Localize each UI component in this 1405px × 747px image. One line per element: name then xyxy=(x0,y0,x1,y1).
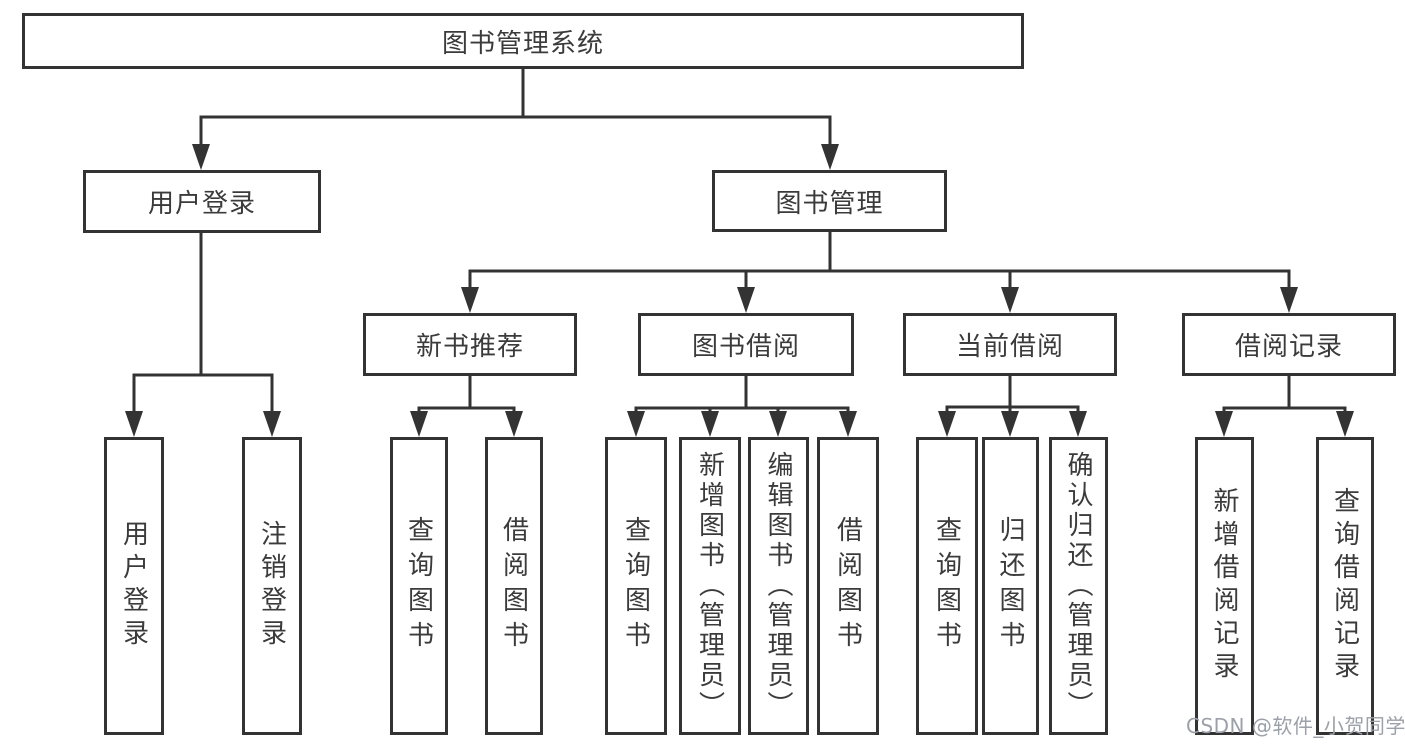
leaf-borrow-edit-books-admin: 编辑图书（管理员） xyxy=(748,437,809,735)
node-new-book-recommend: 新书推荐 xyxy=(363,313,577,376)
leaf-current-return-books: 归还图书 xyxy=(982,437,1039,735)
leaf-current-confirm-return-admin: 确认归还（管理员） xyxy=(1049,437,1108,735)
leaf-newbook-query-books: 查询图书 xyxy=(390,437,448,735)
leaf-records-add-record: 新增借阅记录 xyxy=(1195,437,1254,735)
leaf-user-login: 用户登录 xyxy=(104,437,164,735)
leaf-borrow-add-books-admin: 新增图书（管理员） xyxy=(679,437,741,735)
leaf-records-query-record: 查询借阅记录 xyxy=(1316,437,1374,735)
csdn-watermark: CSDN @软件_小贺同学 xyxy=(1186,714,1405,738)
leaf-logout: 注销登录 xyxy=(242,437,302,735)
node-book-borrow: 图书借阅 xyxy=(638,313,854,376)
node-book-management: 图书管理 xyxy=(712,170,947,232)
node-user-login: 用户登录 xyxy=(83,170,321,233)
leaf-borrow-borrow-books: 借阅图书 xyxy=(817,437,879,735)
leaf-current-query-books: 查询图书 xyxy=(916,437,978,735)
leaf-newbook-borrow-books: 借阅图书 xyxy=(485,437,543,735)
node-borrow-records: 借阅记录 xyxy=(1182,313,1396,376)
node-current-borrow: 当前借阅 xyxy=(903,313,1117,376)
node-root: 图书管理系统 xyxy=(22,13,1024,69)
leaf-borrow-query-books: 查询图书 xyxy=(605,437,667,735)
